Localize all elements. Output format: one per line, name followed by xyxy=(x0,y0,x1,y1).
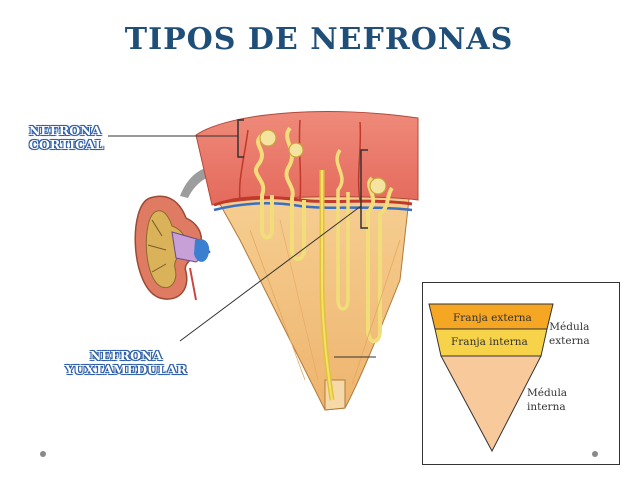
text-medula-externa: Médula externa xyxy=(549,321,590,347)
slide-bullet-dot-left xyxy=(40,451,46,457)
text-medula-interna: Médula interna xyxy=(527,387,568,413)
label-nefrona-yuxtamedular: NEFRONA YUXTAMEDULAR xyxy=(65,348,187,377)
medulla-zones-inset: Franja externa Franja interna Médula ext… xyxy=(422,282,620,465)
label-nefrona-cortical: NEFRONA CORTICAL xyxy=(29,123,104,152)
renal-section xyxy=(195,111,419,411)
zone-medula-interna xyxy=(440,355,542,453)
juxtamedullary-leader-line xyxy=(179,205,362,342)
text-franja-interna: Franja interna xyxy=(451,336,528,348)
juxtamedullary-bracket xyxy=(360,149,368,229)
slide-bullet-dot-right xyxy=(592,451,598,457)
slide-title: TIPOS DE NEFRONAS xyxy=(124,22,514,57)
kidney-drawing xyxy=(134,195,211,301)
zones-triangle xyxy=(428,303,554,453)
text-franja-externa: Franja externa xyxy=(453,312,532,324)
cortical-bracket xyxy=(237,119,244,158)
